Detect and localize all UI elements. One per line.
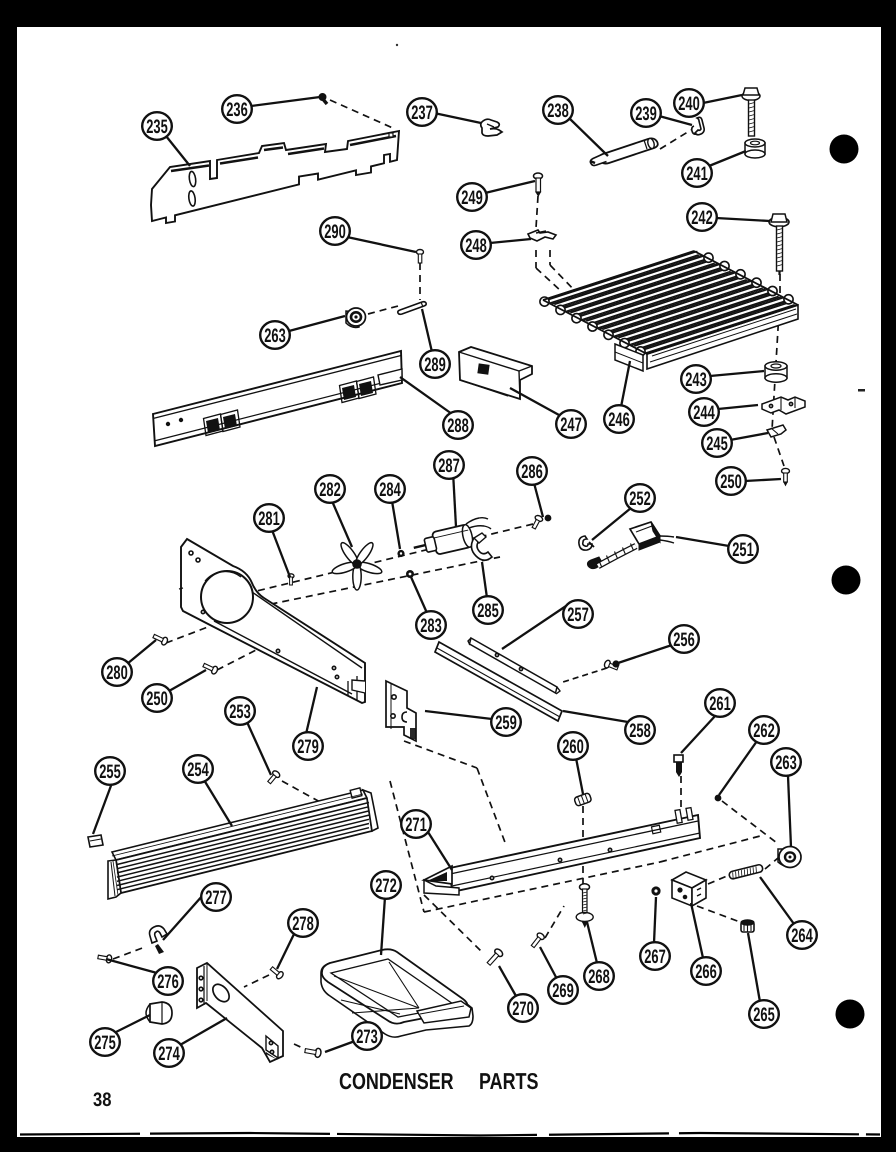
svg-text:263: 263: [264, 325, 286, 347]
svg-text:254: 254: [187, 759, 209, 781]
svg-text:243: 243: [685, 369, 707, 391]
svg-text:270: 270: [512, 998, 534, 1020]
svg-text:247: 247: [560, 414, 581, 436]
svg-text:266: 266: [695, 961, 717, 983]
svg-text:263: 263: [775, 752, 797, 774]
svg-text:237: 237: [411, 102, 432, 124]
svg-text:239: 239: [635, 103, 657, 125]
svg-text:290: 290: [324, 221, 346, 243]
svg-text:246: 246: [608, 409, 630, 431]
svg-text:244: 244: [693, 402, 715, 424]
svg-text:265: 265: [753, 1004, 775, 1026]
svg-text:280: 280: [106, 662, 128, 684]
svg-text:274: 274: [158, 1043, 180, 1065]
svg-text:282: 282: [319, 479, 341, 501]
svg-text:250: 250: [146, 688, 168, 710]
svg-text:256: 256: [673, 629, 695, 651]
svg-text:235: 235: [146, 116, 168, 138]
svg-text:277: 277: [205, 887, 226, 909]
svg-text:38: 38: [93, 1089, 112, 1111]
svg-text:253: 253: [229, 701, 251, 723]
svg-text:271: 271: [405, 814, 427, 836]
svg-text:258: 258: [629, 720, 651, 742]
svg-text:252: 252: [629, 488, 651, 510]
svg-text:278: 278: [292, 913, 314, 935]
svg-text:241: 241: [686, 163, 708, 185]
svg-text:285: 285: [477, 600, 499, 622]
svg-text:236: 236: [226, 99, 248, 121]
svg-text:284: 284: [379, 479, 401, 501]
svg-text:250: 250: [720, 471, 742, 493]
svg-text:249: 249: [461, 187, 483, 209]
svg-text:248: 248: [465, 235, 487, 257]
svg-text:287: 287: [438, 455, 459, 477]
svg-text:240: 240: [678, 93, 700, 115]
svg-text:286: 286: [521, 461, 543, 483]
svg-text:260: 260: [562, 736, 584, 758]
svg-text:251: 251: [732, 539, 754, 561]
svg-text:238: 238: [547, 100, 569, 122]
svg-text:255: 255: [99, 761, 121, 783]
svg-text:259: 259: [495, 712, 517, 734]
svg-text:242: 242: [691, 207, 713, 229]
svg-text:288: 288: [447, 415, 469, 437]
svg-text:283: 283: [420, 615, 442, 637]
svg-text:275: 275: [94, 1032, 116, 1054]
svg-text:267: 267: [644, 946, 665, 968]
svg-text:261: 261: [709, 693, 731, 715]
svg-text:276: 276: [157, 971, 179, 993]
svg-text:PARTS: PARTS: [479, 1068, 538, 1094]
svg-text:272: 272: [375, 875, 397, 897]
svg-text:269: 269: [552, 980, 574, 1002]
svg-text:279: 279: [297, 736, 319, 758]
svg-text:257: 257: [567, 604, 588, 626]
svg-text:262: 262: [753, 720, 775, 742]
svg-text:264: 264: [791, 925, 813, 947]
svg-text:281: 281: [258, 508, 280, 530]
svg-text:245: 245: [706, 433, 728, 455]
svg-text:CONDENSER: CONDENSER: [339, 1068, 454, 1094]
svg-text:289: 289: [424, 354, 446, 376]
svg-text:273: 273: [356, 1026, 378, 1048]
svg-text:268: 268: [588, 966, 610, 988]
